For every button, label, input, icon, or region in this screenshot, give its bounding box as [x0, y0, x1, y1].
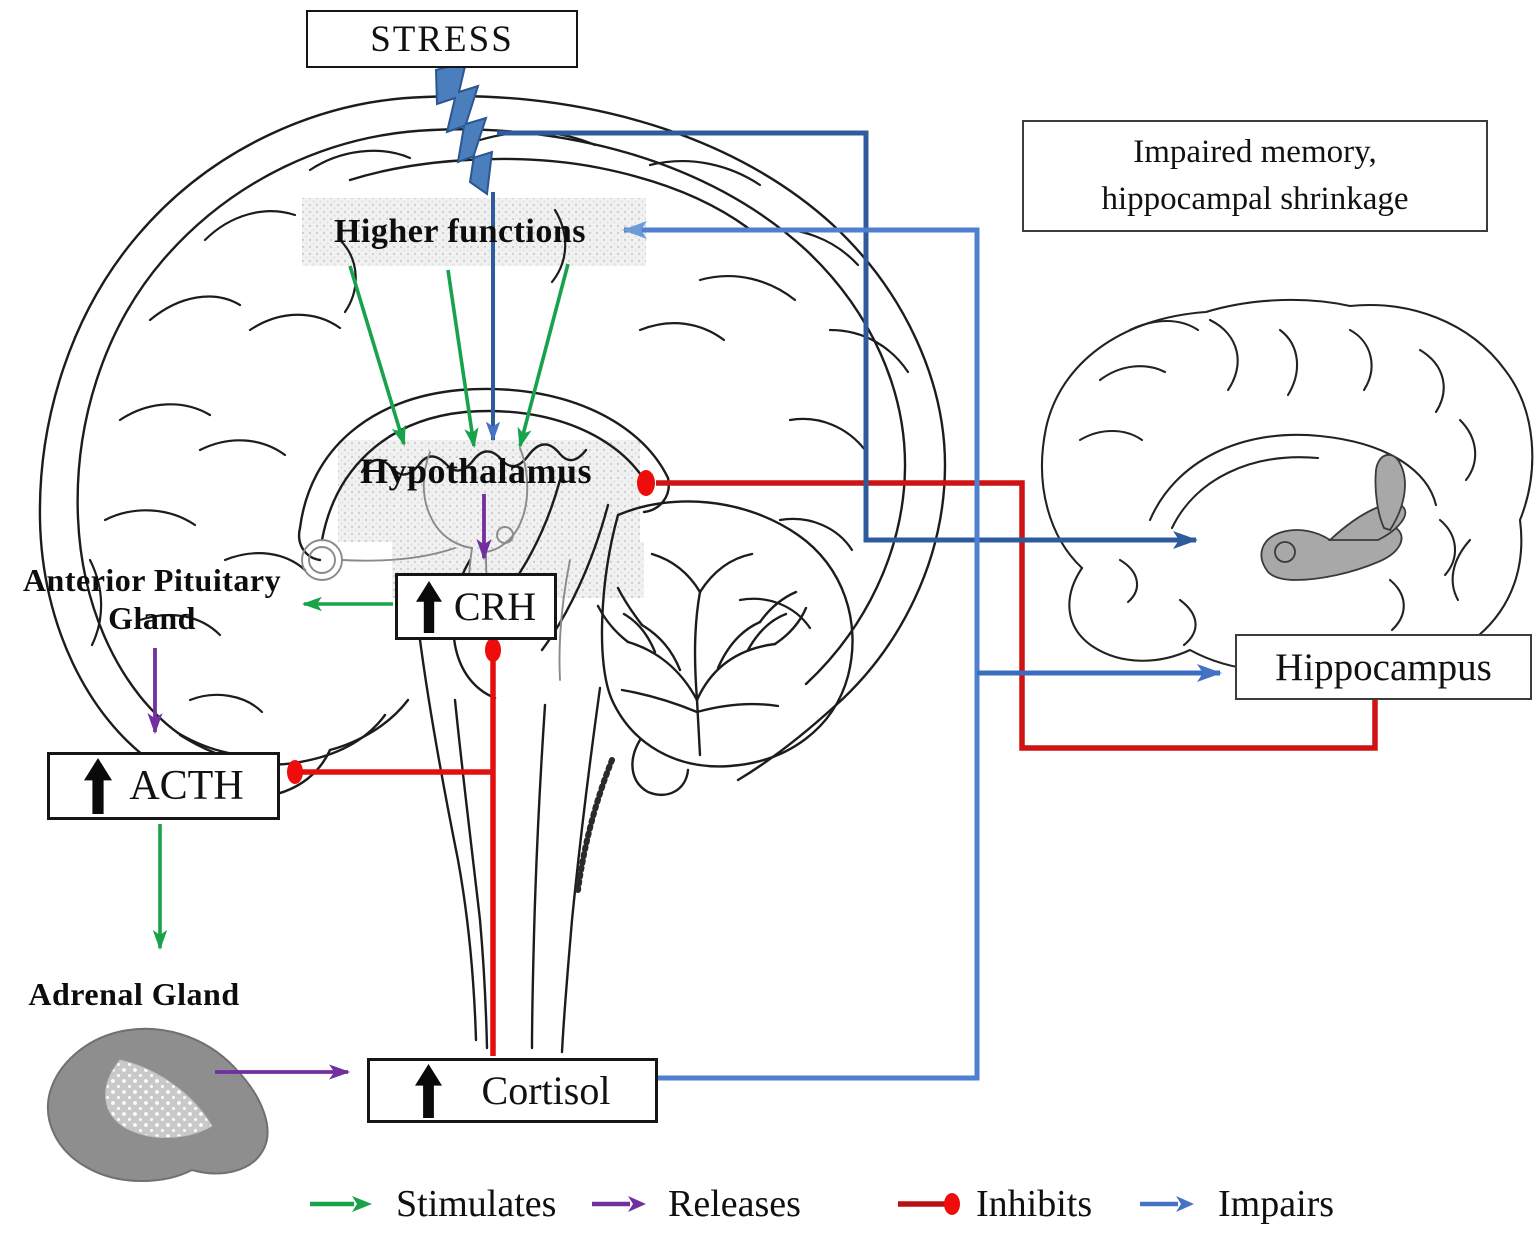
higher-functions-arrow-3	[517, 263, 570, 449]
cortisol-impairs-higher-functions-line	[621, 220, 980, 1081]
impair-lines	[621, 220, 1223, 1081]
large-brain-drawing	[38, 94, 947, 1054]
inhibits-line-icon	[898, 1193, 960, 1215]
hippocampus-shape	[1260, 453, 1407, 581]
impaired-memory-line1: Impaired memory,	[1133, 134, 1377, 171]
adrenal-gland-label: Adrenal Gland	[28, 976, 240, 1012]
stimulate-arrows	[152, 263, 570, 951]
legend-stimulates-label: Stimulates	[396, 1183, 557, 1225]
legend-item-releases: Releases	[590, 1172, 801, 1236]
lightning-bolt-icon	[434, 60, 494, 196]
anterior-pituitary-line1: Anterior Pituitary	[22, 562, 282, 598]
increase-arrow-icon	[84, 758, 113, 814]
impairs-arrow-icon	[1140, 1196, 1194, 1212]
crh-box: CRH	[395, 573, 557, 640]
increase-arrow-icon	[415, 580, 442, 633]
stipple-shading	[302, 198, 646, 598]
anterior-pituitary-label: Anterior Pituitary Gland	[8, 562, 296, 638]
legend-item-inhibits: Inhibits	[896, 1172, 1092, 1236]
inhibit-lines	[287, 470, 1378, 1056]
higher-functions-arrow-2	[446, 269, 479, 449]
stress-to-hippocampus-line	[497, 130, 1199, 550]
acth-box: ACTH	[47, 752, 280, 820]
impaired-memory-box: Impaired memory, hippocampal shrinkage	[1022, 120, 1488, 232]
acth-label: ACTH	[129, 763, 244, 809]
crh-label: CRH	[453, 584, 537, 629]
inhibit-terminal-hypothalamus	[637, 470, 655, 496]
higher-functions-arrow-1	[348, 265, 406, 447]
increase-arrow-icon	[414, 1063, 442, 1118]
impaired-memory-line2: hippocampal shrinkage	[1101, 181, 1409, 217]
higher-functions-label: Higher functions	[333, 213, 586, 250]
release-arrows	[147, 494, 492, 1080]
stress-box: STRESS	[306, 10, 578, 68]
stress-lines	[434, 60, 1199, 550]
cortisol-box: Cortisol	[367, 1058, 658, 1123]
anterior-pituitary-line2: Gland	[108, 599, 196, 636]
stress-label: STRESS	[370, 18, 514, 60]
small-brain-drawing	[1040, 298, 1534, 673]
hypothalamus-label: Hypothalamus	[359, 451, 593, 491]
hippocampus-inhibits-hypothalamus-line	[656, 480, 1378, 751]
releases-arrow-icon	[592, 1196, 646, 1212]
adrenal-gland-shape	[47, 1027, 269, 1182]
hippocampus-box: Hippocampus	[1235, 634, 1532, 700]
inhibit-terminal-acth	[287, 760, 303, 784]
legend: Stimulates Releases Inhibits Impairs	[0, 1172, 1536, 1236]
legend-releases-label: Releases	[668, 1183, 801, 1225]
legend-item-stimulates: Stimulates	[308, 1172, 556, 1236]
cortisol-label: Cortisol	[481, 1068, 611, 1113]
inhibit-terminal-crh	[485, 638, 501, 662]
legend-inhibits-label: Inhibits	[976, 1183, 1093, 1225]
stimulates-arrow-icon	[310, 1196, 372, 1212]
legend-impairs-label: Impairs	[1218, 1183, 1335, 1225]
hippocampus-label: Hippocampus	[1275, 645, 1492, 689]
legend-item-impairs: Impairs	[1138, 1172, 1334, 1236]
